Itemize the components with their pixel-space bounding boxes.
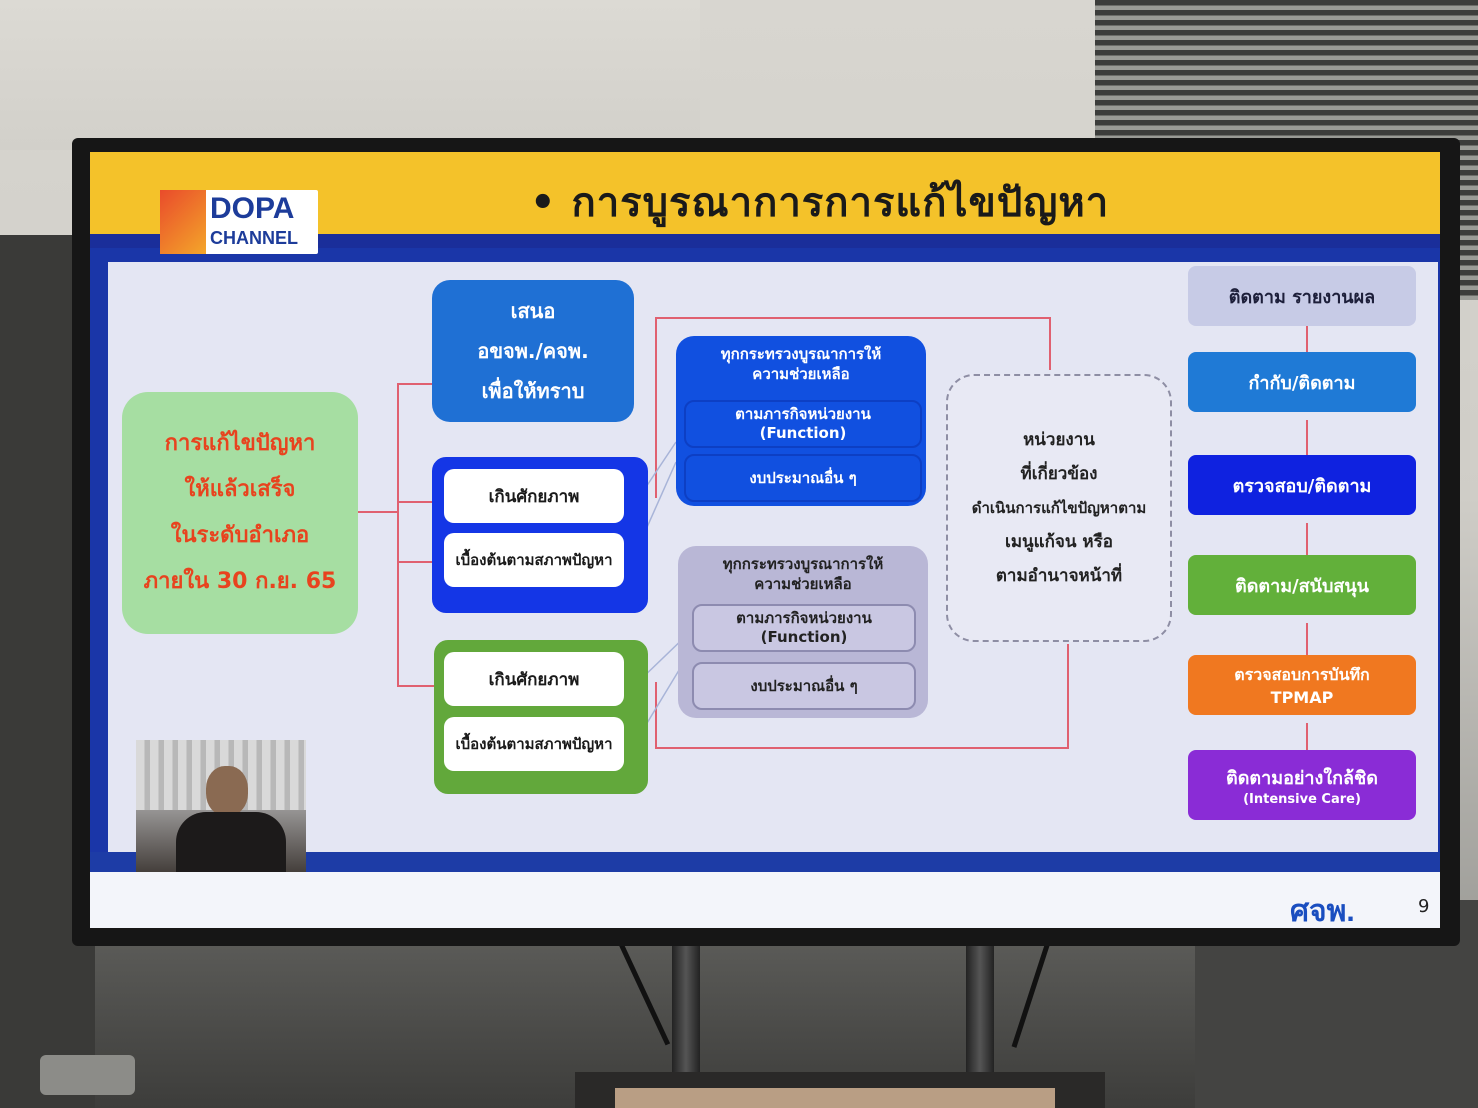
green-group: เกินศักยภาพ เบื้องต้นตามสภาพปัญหา <box>434 640 648 794</box>
agencies-line-2: ที่เกี่ยวข้อง <box>1020 464 1098 484</box>
tpmap-sub: TPMAP <box>1270 688 1334 707</box>
agencies-box: หน่วยงาน ที่เกี่ยวข้อง ดำเนินการแก้ไขปัญ… <box>946 374 1172 642</box>
gray-panel-heading: ทุกกระทรวงบูรณาการให้ ความช่วยเหลือ <box>678 554 928 594</box>
door-latch <box>40 1055 135 1095</box>
main-goal-line-3: ในระดับอำเภอ <box>170 523 310 548</box>
flow-connectors <box>358 317 1308 750</box>
slide-title: • การบูรณาการการแก้ไขปัญหา <box>530 180 1110 226</box>
propose-line-3: เพื่อให้ทราบ <box>481 379 585 403</box>
tv-screen: • การบูรณาการการแก้ไขปัญหา DOPA CHANNEL <box>90 152 1440 928</box>
connector-goal-blue <box>397 501 432 512</box>
gray-panel-budget-label: งบประมาณอื่น ๆ <box>750 676 858 695</box>
agencies-line-3: ดำเนินการแก้ไขปัญหาตาม <box>971 499 1147 517</box>
main-goal-line-2: ให้แล้วเสร็จ <box>184 477 296 502</box>
gray-panel-heading-1: ทุกกระทรวงบูรณาการให้ <box>722 555 884 573</box>
support-box: ติดตาม/สนับสนุน <box>1188 555 1416 615</box>
tpmap-box: ตรวจสอบการบันทึก TPMAP <box>1188 655 1416 715</box>
slide-footer: ศจพ. 9 <box>90 872 1440 928</box>
monitor-report-box: ติดตาม รายงานผล <box>1188 266 1416 326</box>
inspect-label: ตรวจสอบ/ติดตาม <box>1232 475 1372 497</box>
propose-line-1: เสนอ <box>510 299 556 323</box>
green-group-over-capacity: เกินศักยภาพ <box>444 652 624 706</box>
propose-line-2: อขจพ./คจพ. <box>477 339 589 363</box>
agencies-line-5: ตามอำนาจหน้าที่ <box>995 566 1123 586</box>
blue-panel-budget-label: งบประมาณอื่น ๆ <box>749 468 857 487</box>
logo-text-top: DOPA <box>210 192 295 225</box>
dopa-channel-logo: DOPA CHANNEL <box>160 190 318 254</box>
gray-panel-function-row: ตามภารกิจหน่วยงาน (Function) <box>692 604 916 652</box>
intensive-care-label: ติดตามอย่างใกล้ชิด <box>1226 768 1378 789</box>
support-label: ติดตาม/สนับสนุน <box>1235 575 1369 597</box>
logo-text-bottom: CHANNEL <box>210 228 298 248</box>
gray-ministries-panel: ทุกกระทรวงบูรณาการให้ ความช่วยเหลือ ตามภ… <box>678 546 928 718</box>
supervise-label: กำกับ/ติดตาม <box>1248 372 1356 394</box>
propose-box: เสนอ อขจพ./คจพ. เพื่อให้ทราบ <box>432 280 634 422</box>
blue-group: เกินศักยภาพ เบื้องต้นตามสภาพปัญหา <box>432 457 648 613</box>
monitor-report-label: ติดตาม รายงานผล <box>1228 286 1376 308</box>
blue-group-over-capacity: เกินศักยภาพ <box>444 469 624 523</box>
blue-group-initial: เบื้องต้นตามสภาพปัญหา <box>444 533 624 587</box>
gray-panel-function-label: ตามภารกิจหน่วยงาน <box>736 609 872 627</box>
connector-goal-center <box>358 511 432 563</box>
wall <box>0 0 700 150</box>
blue-panel-function-label: ตามภารกิจหน่วยงาน <box>735 405 871 423</box>
blue-panel-heading-1: ทุกกระทรวงบูรณาการให้ <box>720 345 882 363</box>
footer-logo: ศจพ. <box>1290 895 1355 928</box>
main-goal-line-4: ภายใน 30 ก.ย. 65 <box>143 569 337 594</box>
page-number: 9 <box>1418 896 1430 917</box>
supervise-box: กำกับ/ติดตาม <box>1188 352 1416 412</box>
inspect-box: ตรวจสอบ/ติดตาม <box>1188 455 1416 515</box>
presenter-video-inset <box>136 740 306 880</box>
gray-panel-function-sub: (Function) <box>760 628 848 646</box>
presenter-body <box>176 812 286 880</box>
agencies-line-4: เมนูแก้จน หรือ <box>1005 532 1113 552</box>
header-band <box>90 234 1440 248</box>
connector-goal-green <box>397 562 434 687</box>
blue-panel-heading: ทุกกระทรวงบูรณาการให้ ความช่วยเหลือ <box>676 344 926 384</box>
main-goal-box: การแก้ไขปัญหา ให้แล้วเสร็จ ในระดับอำเภอ … <box>122 392 358 634</box>
connector-bottom-loop <box>655 644 1069 749</box>
logo-emblem-icon <box>160 190 206 254</box>
blue-panel-budget-row: งบประมาณอื่น ๆ <box>684 454 922 502</box>
intensive-care-box: ติดตามอย่างใกล้ชิด (Intensive Care) <box>1188 750 1416 820</box>
gray-panel-heading-2: ความช่วยเหลือ <box>754 575 852 593</box>
tpmap-label: ตรวจสอบการบันทึก <box>1234 665 1370 684</box>
blue-panel-heading-2: ความช่วยเหลือ <box>752 365 850 383</box>
gray-panel-budget-row: งบประมาณอื่น ๆ <box>692 662 916 710</box>
blue-panel-function-row: ตามภารกิจหน่วยงาน (Function) <box>684 400 922 448</box>
connector-top-loop <box>655 317 1051 498</box>
green-group-initial: เบื้องต้นตามสภาพปัญหา <box>444 717 624 771</box>
presenter-head <box>206 766 248 816</box>
blue-panel-function-sub: (Function) <box>759 424 847 442</box>
agencies-line-1: หน่วยงาน <box>1023 430 1095 450</box>
desk-surface <box>615 1088 1055 1108</box>
blue-ministries-panel: ทุกกระทรวงบูรณาการให้ ความช่วยเหลือ ตามภ… <box>676 336 926 506</box>
main-goal-line-1: การแก้ไขปัญหา <box>164 431 316 456</box>
intensive-care-sub: (Intensive Care) <box>1243 792 1361 807</box>
connector-goal-propose <box>358 383 432 513</box>
